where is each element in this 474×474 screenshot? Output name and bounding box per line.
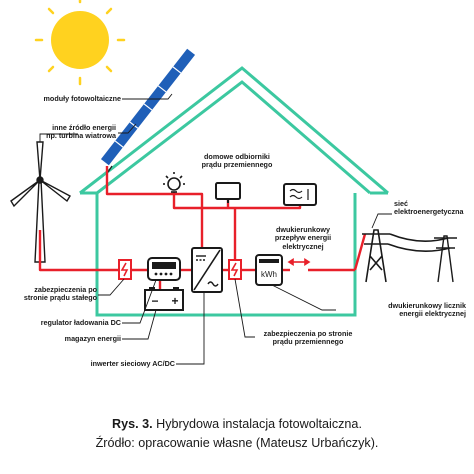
inverter-icon <box>191 247 223 293</box>
ac-protection-icon <box>228 259 242 280</box>
battery-label: magazyn energii <box>64 334 121 343</box>
bidirectional-arrow-icon <box>287 258 311 266</box>
charge-controller-icon <box>147 257 181 281</box>
pv-panels <box>100 48 196 173</box>
inverter-label: inwerter sieciowy AC/DC <box>90 359 175 368</box>
house-outline <box>79 66 389 317</box>
leader-lines <box>39 93 392 365</box>
bidirectional-meter-icon: kWh <box>255 254 283 286</box>
sun-icon <box>34 0 126 86</box>
light-bulb-icon <box>163 172 185 193</box>
meter-display-label: kWh <box>261 270 277 279</box>
bidirectional-meter-label: dwukierunkowy licznik energii elektryczn… <box>388 301 466 319</box>
grid-label: sieć elektroenergetyczna <box>394 199 464 217</box>
dc-protection-icon <box>118 259 132 280</box>
battery-minus-label: − <box>151 294 158 308</box>
caption-source: Źródło: opracowanie własne (Mateusz Urba… <box>95 436 379 450</box>
tv-monitor-icon <box>215 182 241 203</box>
caption-prefix: Rys. 3. <box>112 417 153 431</box>
bidirectional-flow-label: dwukierunkowy przepływ energii elektrycz… <box>274 225 332 251</box>
caption-title: Hybrydowa instalacja fotowoltaiczna. <box>156 417 362 431</box>
dc-protection-label: zabezpieczenia po stronie prądu stałego <box>23 285 97 303</box>
household-loads-label: domowe odbiorniki prądu przemiennego <box>201 152 273 170</box>
battery-icon: − + <box>144 287 184 311</box>
microwave-icon <box>283 183 317 206</box>
dc-wiring <box>38 166 204 290</box>
power-pylon-far-icon <box>434 235 457 283</box>
wind-turbine-label: inne źródło energii np. turbina wiatrowa <box>46 123 116 141</box>
ac-protection-label: zabezpieczenia po stronie prądu przemien… <box>263 329 353 347</box>
battery-plus-label: + <box>171 294 178 308</box>
hybrid-pv-diagram: − + kWh <box>10 0 457 365</box>
pv-modules-label: moduły fotowoltaiczne <box>43 94 121 103</box>
figure-caption: Rys. 3. Hybrydowa instalacja fotowoltaic… <box>0 417 474 431</box>
charge-controller-label: regulator ładowania DC <box>40 318 121 327</box>
